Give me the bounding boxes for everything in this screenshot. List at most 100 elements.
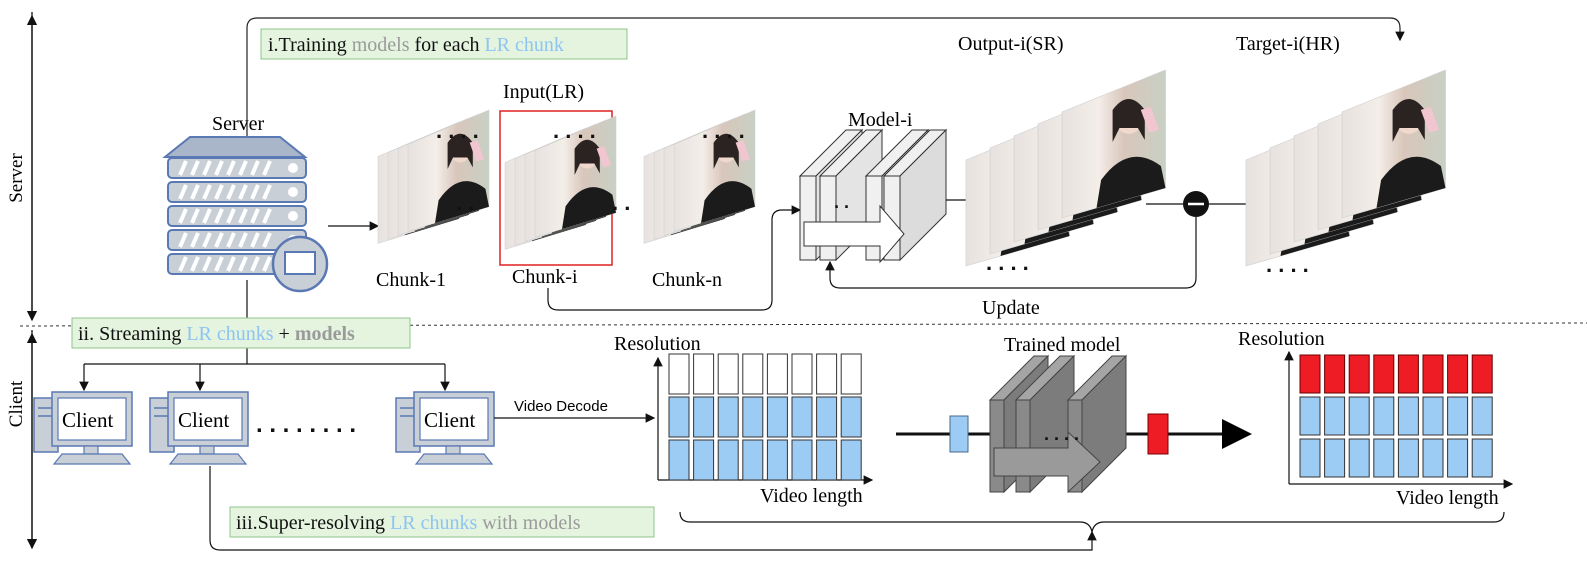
model-i-label: Model-i [848,109,913,131]
chunk-i-label: Chunk-i [512,266,578,288]
step-streaming-label: ii. Streaming LR chunks + models [71,317,411,349]
resolution-cell [1348,396,1370,436]
step2-text-a: ii. Streaming [78,323,186,345]
resolution-cell [1373,396,1395,436]
server-section-label: Server [6,153,27,203]
resolution-cell [1324,354,1346,394]
step-superresolving-label: iii.Super-resolving LR chunks with model… [229,506,655,538]
ellipsis: . . . . [1266,252,1309,277]
left-plot-ylabel: Resolution [614,333,701,355]
target-label: Target-i(HR) [1236,33,1340,55]
resolution-cell [1373,354,1395,394]
left-plot-xlabel: Video length [760,485,863,507]
resolution-cell [742,353,764,395]
step3-text-lrchunks: LR chunks [390,512,477,534]
chunk-to-model-arrow [547,205,802,311]
client-label-3: Client [424,408,475,432]
step3-text-a: iii.Super-resolving [236,512,390,534]
svg-text:i.Training models for each LR: i.Training models for each LR chunk [268,34,564,56]
step-training-label: i.Training models for each LR chunk [260,28,628,60]
client-label-1: Client [62,408,113,432]
resolution-cell [791,396,813,438]
resolution-cell [1447,438,1469,478]
step1-text-lrchunk: LR chunk [484,34,563,56]
ellipsis: . . [456,190,474,215]
resolution-cell [816,353,838,395]
resolution-cell [1324,438,1346,478]
output-label: Output-i(SR) [958,33,1064,55]
ellipsis: . . . . [702,118,745,143]
svg-text:. .: . . [834,192,849,212]
sr-output-patch [1147,413,1169,455]
chunk-1-label: Chunk-1 [376,269,446,291]
lr-input-patch [949,415,969,453]
step2-text-models: models [295,323,355,345]
resolution-cell [1348,354,1370,394]
client-label-2: Client [178,408,229,432]
trained-model-network: Trained model . . . . [896,334,1252,494]
resolution-cell [766,396,788,438]
resolution-cell [1397,396,1419,436]
update-arrow [825,217,1197,289]
step1-text-c: for each [410,34,485,56]
sr-resolution-plot: Resolution Video length [1238,328,1514,509]
resolution-cell [668,396,690,438]
svg-text:iii.Super-resolving LR chunks: iii.Super-resolving LR chunks with model… [236,512,581,534]
chunk-n-label: Chunk-n [652,269,722,291]
step1-text-models: models [352,34,410,56]
output-sr-stack [965,69,1167,267]
resolution-cell [791,439,813,481]
server-label: Server [212,113,265,135]
resolution-cell [1447,396,1469,436]
step3-text-c: with models [477,512,581,534]
resolution-cell [668,353,690,395]
resolution-cell [1447,354,1469,394]
client-computer-icon [33,391,133,465]
resolution-cell [840,439,862,481]
resolution-cell [840,353,862,395]
resolution-cell [1471,396,1493,436]
ellipsis: . . . . [553,118,596,143]
resolution-cell [1348,438,1370,478]
ellipsis: . . [612,190,630,215]
right-plot-xlabel: Video length [1396,487,1499,509]
minus-operator-icon [1183,191,1209,217]
resolution-cell [1373,438,1395,478]
server-rack-unit [167,157,307,179]
step2-text-lrchunks: LR chunks [186,323,273,345]
step1-text-a: i.Training [268,34,352,56]
resolution-cell [766,353,788,395]
resolution-cell [1471,438,1493,478]
resolution-cell [1397,438,1419,478]
resolution-cell [1299,396,1321,436]
client-feedback-path [209,466,1097,551]
model-i-network: Model-i . . [798,109,948,264]
video-decode-label: Video Decode [514,398,608,415]
resolution-cell [791,353,813,395]
ellipsis: . . . . [436,118,479,143]
resolution-cell [1299,354,1321,394]
right-plot-ylabel: Resolution [1238,328,1325,350]
resolution-cell [1397,354,1419,394]
super-resolution-brace [679,511,1505,533]
ellipsis: . . . . [986,250,1029,275]
target-hr-stack [1245,69,1447,267]
resolution-cell [717,396,739,438]
training-route [246,17,1405,137]
ellipsis: . . . . . . . . [256,411,356,438]
input-lr-label: Input(LR) [503,81,584,103]
resolution-cell [766,439,788,481]
resolution-cell [742,396,764,438]
resolution-cell [1299,438,1321,478]
update-label: Update [982,297,1040,319]
resolution-cell [1422,396,1444,436]
client-section-label: Client [6,380,27,427]
resolution-cell [717,439,739,481]
resolution-cell [1471,354,1493,394]
resolution-cell [693,353,715,395]
svg-text:. . . .: . . . . [1044,424,1079,444]
resolution-cell [1324,396,1346,436]
resolution-cell [1422,438,1444,478]
resolution-cell [717,353,739,395]
